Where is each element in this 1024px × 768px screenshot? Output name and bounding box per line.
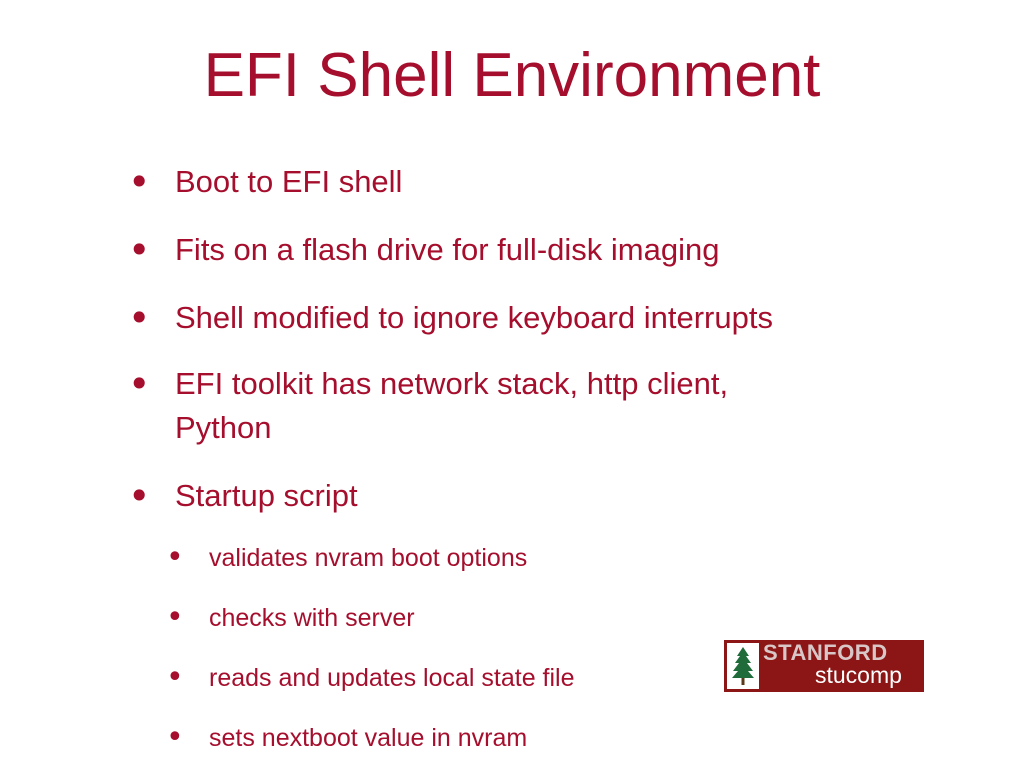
- tree-icon: [732, 647, 754, 685]
- bullet-text: Boot to EFI shell: [175, 164, 403, 199]
- bullet-dot-icon: •: [166, 540, 184, 575]
- bullet-item: • EFI toolkit has network stack, http cl…: [128, 362, 818, 450]
- logo-word-stanford: STANFORD: [763, 640, 888, 665]
- sub-bullet-text: reads and updates local state file: [209, 664, 575, 692]
- bullet-item: • Shell modified to ignore keyboard inte…: [128, 296, 888, 340]
- bullet-text: EFI toolkit has network stack, http clie…: [175, 366, 729, 445]
- logo-word-stucomp: stucomp: [815, 662, 902, 688]
- bullet-dot-icon: •: [166, 720, 184, 755]
- bullet-dot-icon: •: [166, 600, 184, 635]
- stanford-stucomp-logo: STANFORD stucomp: [724, 640, 924, 692]
- logo-text: STANFORD stucomp: [759, 640, 924, 692]
- bullet-text: Shell modified to ignore keyboard interr…: [175, 300, 773, 335]
- sub-bullet-item: • sets nextboot value in nvram: [166, 722, 726, 754]
- sub-bullet-item: • reads and updates local state file: [166, 662, 726, 694]
- sub-bullet-item: • checks with server: [166, 602, 726, 634]
- sub-bullet-text: sets nextboot value in nvram: [209, 724, 528, 752]
- bullet-text: Fits on a flash drive for full-disk imag…: [175, 232, 720, 267]
- bullet-item: • Fits on a flash drive for full-disk im…: [128, 228, 888, 272]
- bullet-dot-icon: •: [128, 160, 151, 204]
- bullet-dot-icon: •: [128, 362, 151, 406]
- bullet-item: • Startup script: [128, 474, 888, 518]
- bullet-dot-icon: •: [128, 228, 151, 272]
- bullet-dot-icon: •: [128, 474, 151, 518]
- logo-tree-box: [727, 643, 759, 689]
- bullet-item: • Boot to EFI shell: [128, 160, 888, 204]
- slide-title: EFI Shell Environment: [203, 41, 821, 110]
- bullet-dot-icon: •: [128, 296, 151, 340]
- bullet-dot-icon: •: [166, 660, 184, 695]
- bullet-text: Startup script: [175, 478, 358, 513]
- sub-bullet-text: checks with server: [209, 604, 415, 632]
- sub-bullet-item: • validates nvram boot options: [166, 542, 726, 574]
- sub-bullet-text: validates nvram boot options: [209, 544, 528, 572]
